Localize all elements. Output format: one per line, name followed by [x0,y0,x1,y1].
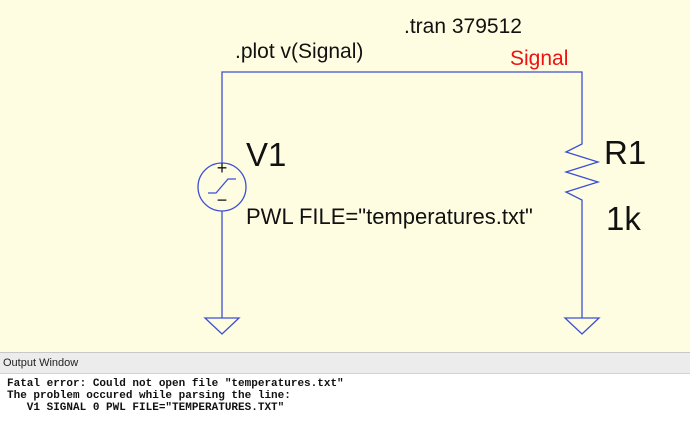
voltage-source-circle [197,162,247,212]
schematic-drawing: + − [197,71,601,335]
ground-symbol-v1[interactable] [203,317,241,335]
v1-value-text[interactable]: PWL FILE="temperatures.txt" [246,204,533,229]
r1-value-text[interactable]: 1k [606,200,641,237]
wires[interactable] [221,71,583,318]
ground-icon [563,317,601,335]
net-label-signal[interactable]: Signal [510,47,569,70]
output-line: V1 SIGNAL 0 PWL FILE="TEMPERATURES.TXT" [7,402,285,414]
output-line: The problem occured while parsing the li… [7,390,291,402]
output-window-title[interactable]: Output Window [0,353,690,374]
v1-plus-sign: + [217,158,228,178]
resistor-r1[interactable] [563,128,601,210]
output-line: Fatal error: Could not open file "temper… [7,378,344,390]
schematic-canvas[interactable]: + − .tran 379512 .plot v(Signal) Signal … [0,0,690,352]
output-window: Output Window Fatal error: Could not ope… [0,352,690,428]
voltage-source-v1[interactable] [197,162,247,212]
plot-directive[interactable]: .plot v(Signal) [235,40,364,63]
pwl-waveform-icon [208,178,236,194]
ground-icon [203,317,241,335]
ground-symbol-r1[interactable] [563,317,601,335]
v1-minus-sign: − [217,190,228,210]
v1-instance-name[interactable]: V1 [246,136,287,173]
tran-directive[interactable]: .tran 379512 [404,15,522,38]
r1-instance-name[interactable]: R1 [604,134,647,171]
output-log[interactable]: Fatal error: Could not open file "temper… [0,374,690,414]
signal-wire[interactable] [221,71,583,163]
